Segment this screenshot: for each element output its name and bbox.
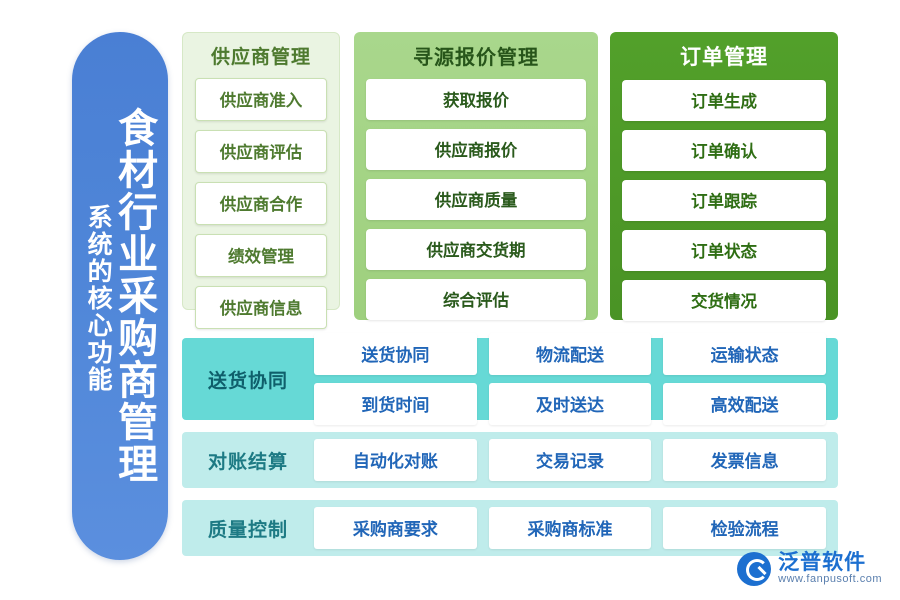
brand-url: www.fanpusoft.com — [778, 573, 882, 586]
row-reconciliation-settlement: 对账结算 自动化对账 交易记录 发票信息 — [182, 432, 838, 488]
left-title-bar: 食材行业采购商管理 系统的核心功能 — [72, 32, 168, 560]
panel-item-list: 供应商准入 供应商评估 供应商合作 绩效管理 供应商信息 — [183, 78, 339, 341]
panel-item[interactable]: 供应商质量 — [366, 179, 586, 220]
row-item[interactable]: 采购商要求 — [314, 507, 477, 549]
row-item[interactable]: 交易记录 — [488, 439, 652, 481]
left-title-main: 食材行业采购商管理 — [112, 107, 157, 485]
row-item[interactable]: 高效配送 — [663, 383, 826, 425]
row-label: 送货协同 — [207, 370, 288, 392]
row-item-list: 自动化对账 交易记录 发票信息 — [314, 430, 838, 490]
panel-item-list: 获取报价 供应商报价 供应商质量 供应商交货期 综合评估 — [354, 79, 598, 332]
left-title-sub: 系统的核心功能 — [84, 203, 113, 393]
row-quality-control: 质量控制 采购商要求 采购商标准 检验流程 — [182, 500, 838, 556]
panel-item[interactable]: 供应商信息 — [195, 286, 327, 329]
globe-icon — [737, 552, 772, 586]
panel-item[interactable]: 供应商交货期 — [366, 229, 586, 270]
panel-item[interactable]: 交货情况 — [622, 280, 826, 321]
panel-title: 订单管理 — [680, 46, 768, 69]
brand-words: 泛普软件 www.fanpusoft.com — [778, 552, 882, 586]
row-item[interactable]: 送货协同 — [314, 333, 477, 375]
panel-item-list: 订单生成 订单确认 订单跟踪 订单状态 交货情况 — [610, 80, 838, 333]
panel-item[interactable]: 订单跟踪 — [622, 180, 826, 221]
row-item[interactable]: 发票信息 — [663, 439, 826, 481]
panel-item[interactable]: 绩效管理 — [195, 234, 327, 277]
panel-item[interactable]: 订单确认 — [622, 130, 826, 171]
row-item[interactable]: 物流配送 — [488, 333, 652, 375]
brand-logo: 泛普软件 www.fanpusoft.com — [737, 552, 882, 586]
panel-item[interactable]: 供应商评估 — [195, 130, 327, 173]
panel-item[interactable]: 供应商准入 — [195, 78, 327, 121]
panel-title: 寻源报价管理 — [413, 47, 539, 69]
row-item[interactable]: 采购商标准 — [488, 507, 652, 549]
panel-item[interactable]: 获取报价 — [366, 79, 586, 120]
panel-sourcing-quotation-management: 寻源报价管理 获取报价 供应商报价 供应商质量 供应商交货期 综合评估 — [354, 32, 598, 320]
panel-item[interactable]: 供应商报价 — [366, 129, 586, 170]
brand-name-cn: 泛普软件 — [778, 551, 867, 575]
panel-title: 供应商管理 — [210, 47, 311, 68]
panel-order-management: 订单管理 订单生成 订单确认 订单跟踪 订单状态 交货情况 — [610, 32, 838, 321]
panel-item[interactable]: 综合评估 — [366, 279, 586, 320]
row-item-list: 采购商要求 采购商标准 检验流程 — [314, 498, 838, 558]
row-item[interactable]: 到货时间 — [314, 383, 477, 425]
row-item[interactable]: 检验流程 — [663, 507, 826, 549]
panel-item[interactable]: 订单状态 — [622, 230, 826, 271]
row-item-list: 送货协同 物流配送 运输状态 到货时间 及时送达 高效配送 — [314, 324, 838, 434]
row-item[interactable]: 运输状态 — [663, 333, 826, 375]
row-label: 对账结算 — [207, 451, 288, 473]
row-label: 质量控制 — [207, 519, 288, 541]
row-item[interactable]: 自动化对账 — [314, 439, 477, 481]
row-delivery-collaboration: 送货协同 送货协同 物流配送 运输状态 到货时间 及时送达 高效配送 — [182, 333, 838, 425]
panel-item[interactable]: 供应商合作 — [195, 182, 327, 225]
panel-supplier-management: 供应商管理 供应商准入 供应商评估 供应商合作 绩效管理 供应商信息 — [182, 32, 340, 329]
row-item[interactable]: 及时送达 — [488, 383, 652, 425]
panel-item[interactable]: 订单生成 — [622, 80, 826, 121]
